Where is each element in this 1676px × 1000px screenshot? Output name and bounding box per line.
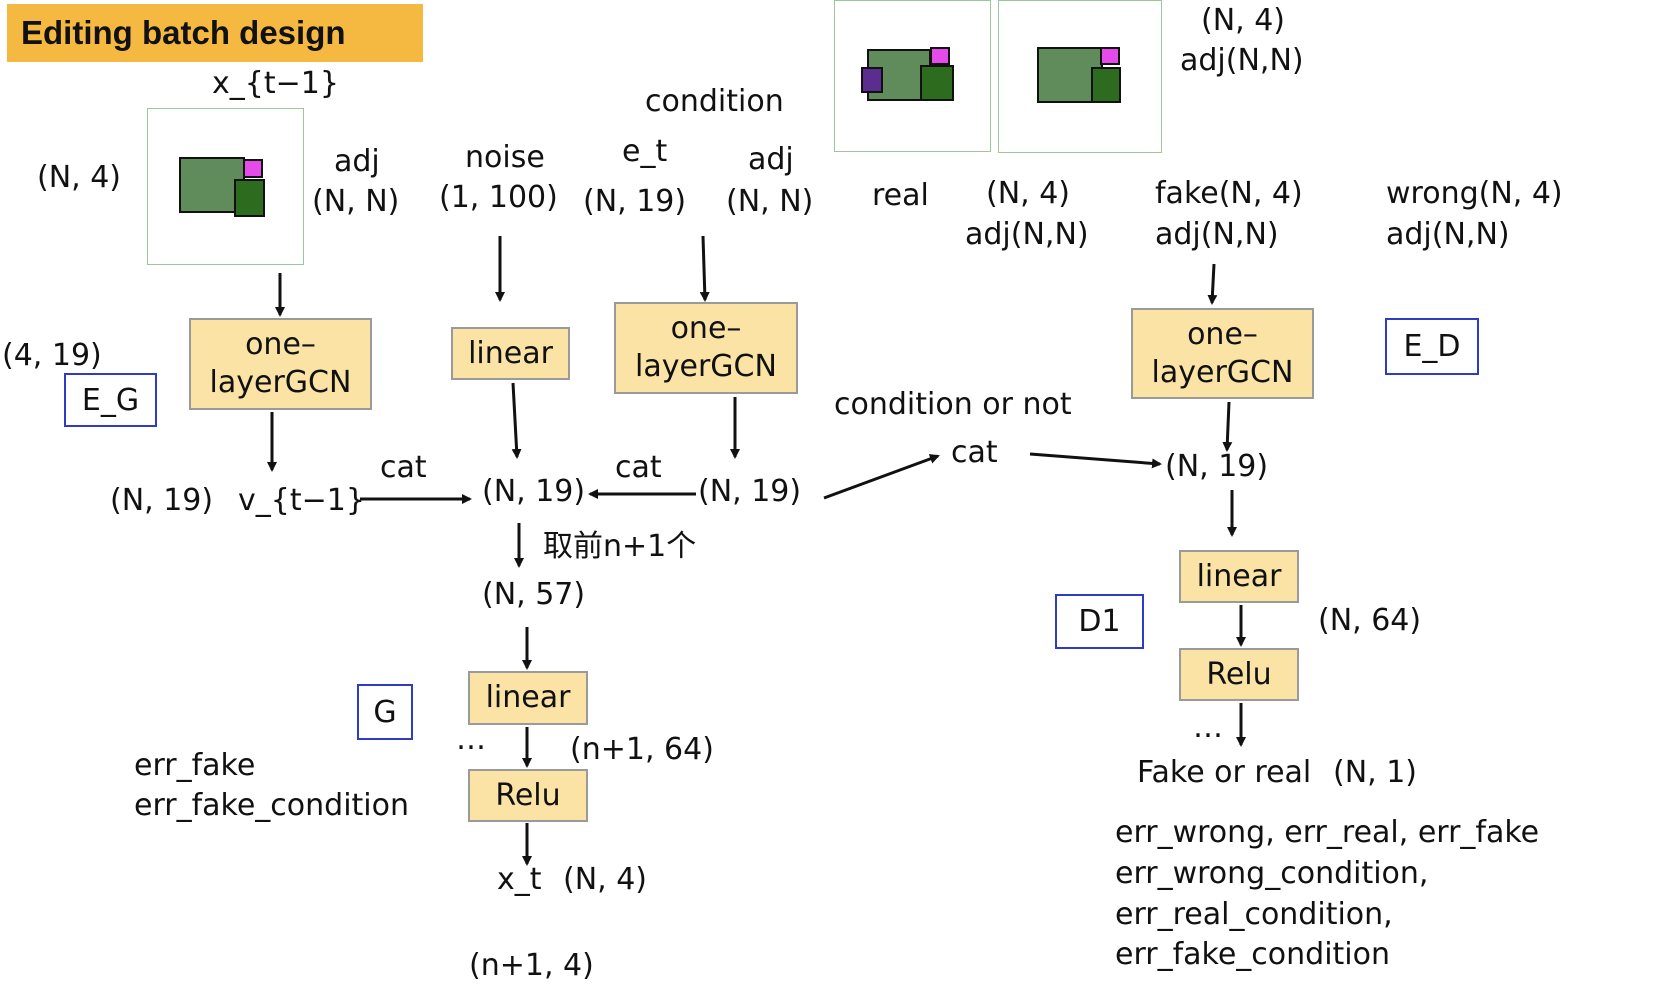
d1-label: D1 bbox=[1078, 604, 1121, 639]
xt-shape: (N, 4) bbox=[563, 862, 648, 897]
eg-label-box: E_G bbox=[64, 373, 157, 427]
xt-label: x_t bbox=[497, 862, 542, 897]
v-shape: (N, 19) bbox=[110, 483, 214, 518]
g-label: G bbox=[373, 694, 397, 730]
noise-linear-box: linear bbox=[451, 327, 570, 380]
ed-label-box: E_D bbox=[1385, 318, 1479, 375]
fake-label: fake(N, 4) bbox=[1155, 176, 1303, 211]
generator-linear-box: linear bbox=[468, 671, 588, 725]
err-line-3: err_real_condition, bbox=[1115, 897, 1393, 932]
real-label: real bbox=[872, 178, 929, 213]
discriminator-n64: (N, 64) bbox=[1318, 603, 1422, 638]
top-shape: (N, 4) bbox=[1201, 3, 1286, 38]
generator-dots: … bbox=[456, 722, 486, 757]
page-title: Editing batch design bbox=[7, 4, 423, 62]
et-label: e_t bbox=[622, 134, 668, 169]
condition-or-not-label: condition or not bbox=[834, 387, 1072, 422]
noise-linear-label: linear bbox=[468, 335, 553, 371]
noise-shape: (1, 100) bbox=[439, 180, 558, 215]
top-adj: adj(N,N) bbox=[1180, 43, 1304, 78]
err-fake-label: err_fake bbox=[134, 748, 256, 783]
discriminator-relu-label: Relu bbox=[1206, 656, 1272, 692]
err-line-1: err_wrong, err_real, err_fake bbox=[1115, 815, 1540, 850]
n1-4-shape: (n+1, 4) bbox=[469, 948, 594, 983]
discriminator-linear-box: linear bbox=[1179, 550, 1299, 603]
condition-output-shape: (N, 19) bbox=[698, 474, 802, 509]
v-label: v_{t−1} bbox=[238, 483, 365, 518]
center-shape: (N, 19) bbox=[482, 474, 586, 509]
arrow-gcn-to-d19 bbox=[1222, 401, 1233, 452]
et-shape: (N, 19) bbox=[583, 184, 687, 219]
wrong-adj: adj(N,N) bbox=[1386, 217, 1510, 252]
output-shape: (N, 1) bbox=[1333, 755, 1418, 790]
generator-gcn-label: one– layerGCN bbox=[209, 327, 352, 400]
real-shape: (N, 4) bbox=[986, 176, 1071, 211]
cat2-label: cat bbox=[615, 450, 662, 485]
arrow-fake-to-gcn bbox=[1207, 263, 1218, 305]
n57-shape: (N, 57) bbox=[482, 577, 586, 612]
noise-label: noise bbox=[465, 140, 545, 175]
discriminator-cat-label: cat bbox=[951, 435, 998, 470]
adj-shape: (N, N) bbox=[312, 184, 400, 219]
err-line-4: err_fake_condition bbox=[1115, 937, 1391, 972]
arrow-cat-to-d19 bbox=[1029, 452, 1162, 469]
input-label: x_{t−1} bbox=[212, 66, 339, 101]
discriminator-relu-box: Relu bbox=[1179, 648, 1299, 701]
eg-label: E_G bbox=[81, 382, 140, 418]
fake-or-real-label: Fake or real bbox=[1137, 755, 1312, 790]
ed-label: E_D bbox=[1403, 329, 1461, 364]
fake-adj: adj(N,N) bbox=[1155, 217, 1279, 252]
real-adj: adj(N,N) bbox=[965, 217, 1089, 252]
generator-relu-box: Relu bbox=[468, 769, 588, 822]
cat1-label: cat bbox=[380, 450, 427, 485]
condition-label: condition bbox=[645, 84, 784, 119]
generator-linear-label: linear bbox=[485, 680, 571, 715]
take-first-label: 取前n+1个 bbox=[543, 529, 697, 564]
fake-graph-image bbox=[998, 0, 1162, 153]
gcn-output-shape: (4, 19) bbox=[2, 338, 102, 373]
arrow-condout-to-cat bbox=[823, 454, 940, 500]
discriminator-n19: (N, 19) bbox=[1165, 449, 1269, 484]
real-graph-image bbox=[834, 0, 991, 152]
n64-shape: (n+1, 64) bbox=[570, 732, 714, 767]
adj2-label: adj bbox=[748, 142, 794, 177]
discriminator-gcn-box: one– layerGCN bbox=[1131, 308, 1314, 399]
adj-label: adj bbox=[334, 144, 380, 179]
err-fake-condition-label: err_fake_condition bbox=[134, 788, 410, 823]
input-graph-image bbox=[147, 108, 304, 265]
generator-relu-label: Relu bbox=[495, 777, 561, 813]
arrow-linear-to-center bbox=[511, 382, 522, 459]
discriminator-dots: … bbox=[1193, 710, 1223, 745]
input-shape: (N, 4) bbox=[37, 160, 122, 195]
condition-gcn-label: one– layerGCN bbox=[635, 311, 777, 384]
g-label-box: G bbox=[357, 684, 413, 740]
d1-label-box: D1 bbox=[1055, 594, 1144, 649]
adj2-shape: (N, N) bbox=[726, 184, 814, 219]
arrow-condition-to-gcn bbox=[699, 235, 710, 302]
wrong-label: wrong(N, 4) bbox=[1386, 176, 1563, 211]
generator-gcn-box: one– layerGCN bbox=[189, 318, 372, 410]
discriminator-linear-label: linear bbox=[1196, 558, 1282, 594]
discriminator-gcn-label: one– layerGCN bbox=[1151, 316, 1294, 390]
err-line-2: err_wrong_condition, bbox=[1115, 856, 1429, 891]
condition-gcn-box: one– layerGCN bbox=[614, 302, 798, 394]
